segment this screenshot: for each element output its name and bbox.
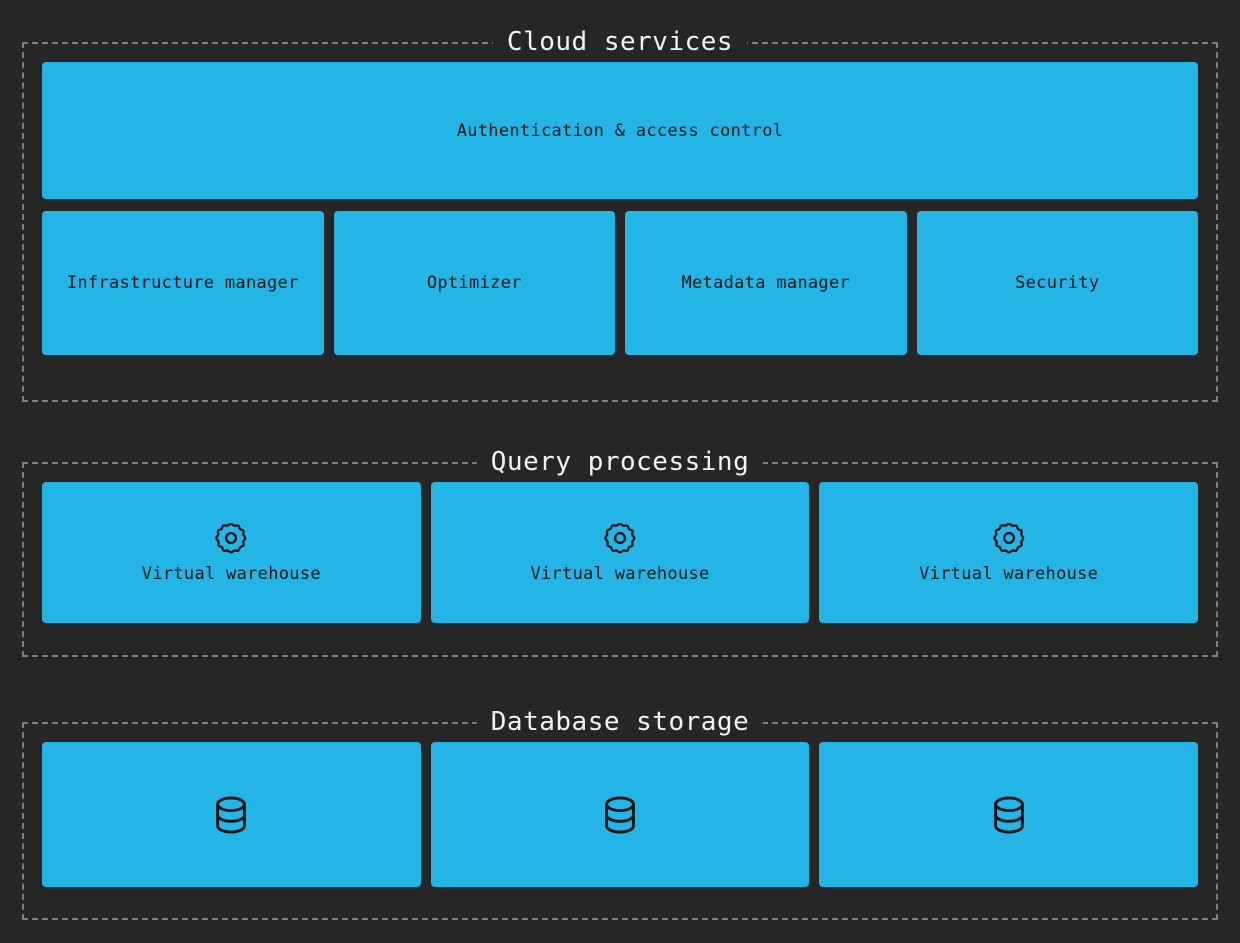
group-query-processing: Query processing Virtual warehouse [22, 449, 1218, 657]
node-label-virtual-warehouse-2: Virtual warehouse [530, 563, 710, 584]
cloud-services-row-primary: Authentication & access control [42, 62, 1198, 199]
node-virtual-warehouse-2[interactable]: Virtual warehouse [430, 482, 810, 623]
database-icon [597, 792, 643, 838]
gear-icon [214, 521, 248, 555]
database-storage-row [42, 742, 1199, 887]
node-label-authentication-access-control: Authentication & access control [456, 120, 784, 141]
group-title-cloud-services: Cloud services [492, 29, 748, 55]
node-label-optimizer: Optimizer [426, 273, 522, 293]
query-processing-row: Virtual warehouse Virtual warehouse [42, 482, 1199, 623]
group-body-query-processing: Virtual warehouse Virtual warehouse [24, 464, 1216, 655]
node-label-security: Security [1015, 273, 1100, 293]
node-virtual-warehouse-3[interactable]: Virtual warehouse [819, 482, 1199, 623]
node-label-infrastructure-manager: Infrastructure manager [66, 273, 299, 293]
node-metadata-manager[interactable]: Metadata manager [625, 211, 907, 355]
node-security[interactable]: Security [916, 211, 1198, 355]
group-database-storage: Database storage [22, 709, 1218, 920]
group-body-cloud-services: Authentication & access control Infrastr… [24, 44, 1216, 400]
node-virtual-warehouse-1[interactable]: Virtual warehouse [42, 482, 421, 623]
gear-icon [603, 521, 637, 555]
node-database-storage-3[interactable] [819, 742, 1199, 887]
group-title-database-storage: Database storage [476, 709, 764, 735]
group-title-query-processing: Query processing [476, 449, 764, 475]
database-icon [986, 792, 1032, 838]
database-icon [208, 792, 254, 838]
node-infrastructure-manager[interactable]: Infrastructure manager [42, 211, 324, 355]
node-database-storage-1[interactable] [42, 742, 421, 887]
gear-icon [992, 521, 1026, 555]
node-authentication-access-control[interactable]: Authentication & access control [42, 62, 1198, 199]
group-body-database-storage [24, 724, 1216, 918]
cloud-services-row-secondary: Infrastructure manager Optimizer Metadat… [42, 211, 1198, 355]
group-cloud-services: Cloud services Authentication & access c… [22, 29, 1218, 402]
node-optimizer[interactable]: Optimizer [333, 211, 615, 355]
node-label-metadata-manager: Metadata manager [681, 273, 851, 293]
node-database-storage-2[interactable] [430, 742, 810, 887]
node-label-virtual-warehouse-3: Virtual warehouse [919, 563, 1099, 584]
node-label-virtual-warehouse-1: Virtual warehouse [141, 563, 321, 584]
